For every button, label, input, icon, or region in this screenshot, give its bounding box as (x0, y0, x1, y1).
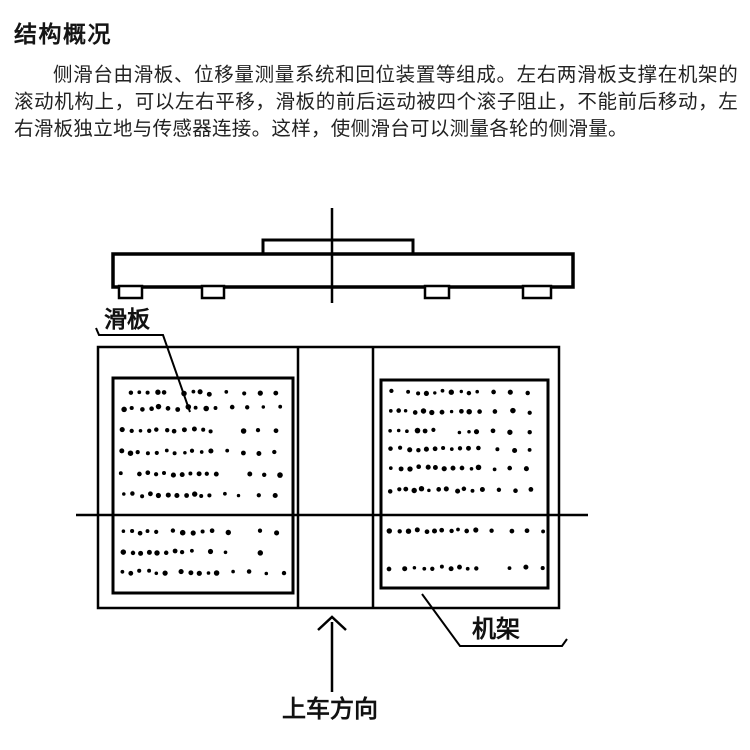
callouts (95, 327, 568, 692)
label-slide-plate: 滑板 (104, 307, 151, 332)
bench-base (111, 252, 575, 289)
foot-4 (521, 284, 553, 300)
frame-leader-line (421, 593, 568, 647)
foot-2 (200, 284, 226, 300)
slide-plate-left (111, 376, 295, 595)
foot-1 (117, 284, 144, 300)
arrow-head (317, 615, 347, 631)
side-elevation-view (111, 208, 575, 303)
plan-view (76, 345, 588, 610)
top-strip (261, 238, 415, 256)
plate-dots-left (118, 389, 287, 576)
slide-plate-right (379, 378, 550, 590)
slide-plate-leader-line (95, 327, 191, 413)
foot-3 (423, 284, 451, 300)
page-title: 结构概况 (14, 22, 112, 47)
label-frame: 机架 (472, 616, 520, 643)
direction-arrow (317, 615, 347, 692)
body-paragraph: 侧滑台由滑板、位移量测量系统和回位装置等组成。左右两滑板支撑在机架的滚动机构上，… (14, 65, 738, 140)
plate-dots-right (386, 388, 546, 572)
support-feet (117, 284, 553, 300)
label-drive-direction: 上车方向 (282, 695, 378, 723)
